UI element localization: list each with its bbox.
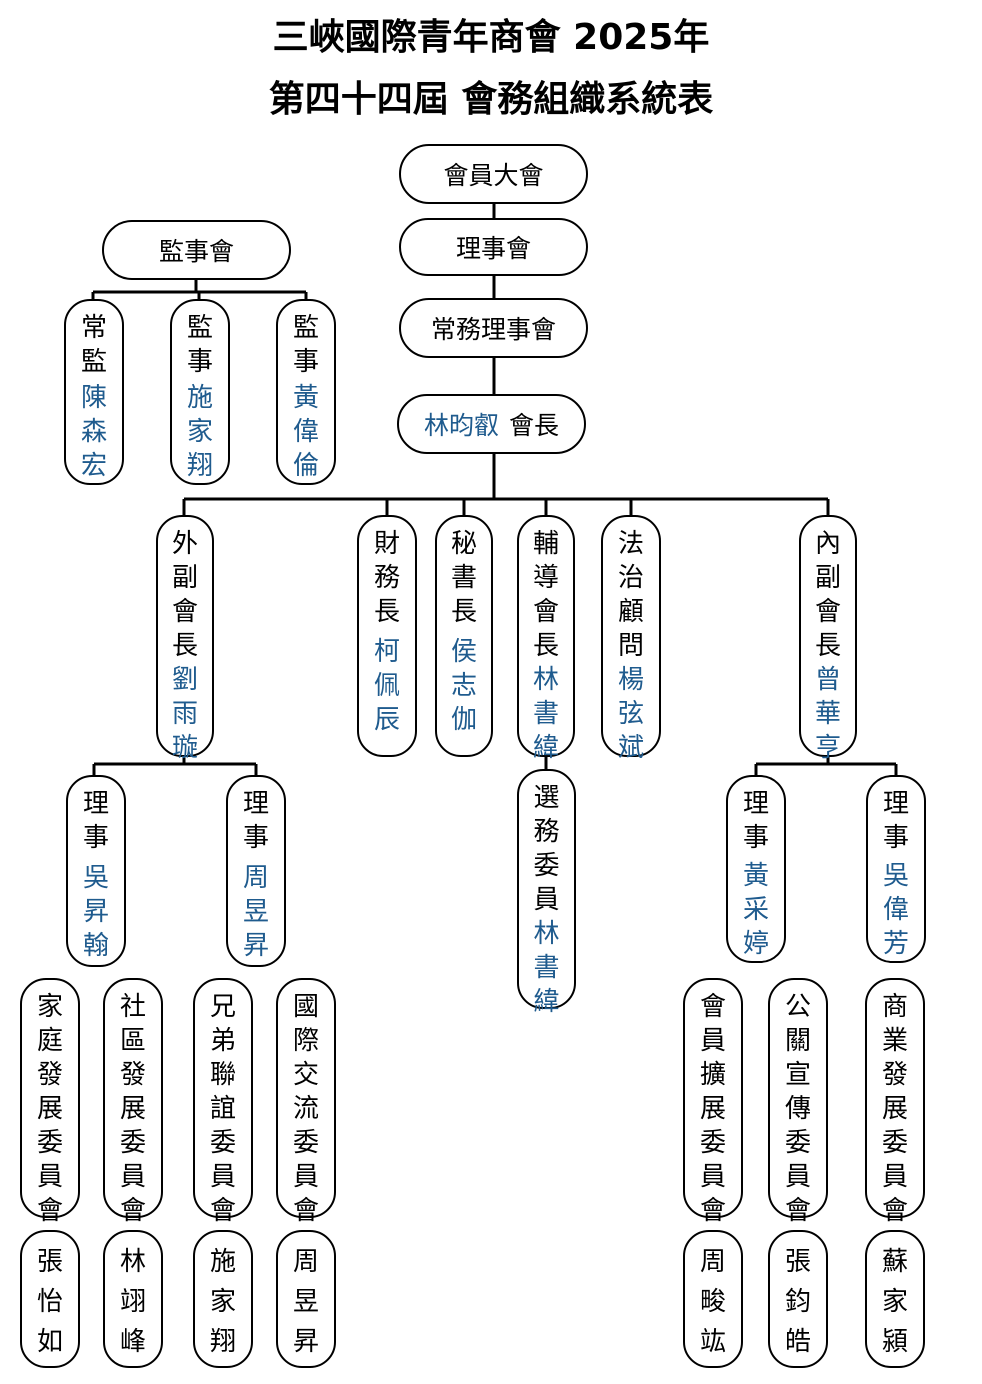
officer-role: 財務長 [373,529,400,627]
director-name: 吳昇翰 [82,863,109,961]
supervisor-box: 監事黃偉倫 [276,299,336,485]
board-box: 理事會 [399,218,588,276]
committee-name: 社區發展委員會 [119,992,146,1226]
committee-chair-box: 周昱昇 [276,1230,336,1368]
committee-name: 家庭發展委員會 [36,992,63,1226]
standing-board-label: 常務理事會 [430,315,556,344]
director-box: 理事吳偉芳 [866,775,926,963]
committee-box: 社區發展委員會 [103,978,163,1226]
standing-board-box: 常務理事會 [399,298,588,358]
supervisor-name: 施家翔 [186,383,213,481]
officer-role: 外副會長 [171,529,198,661]
supervisor-name: 黃偉倫 [292,383,319,481]
committee-chair-box: 張鈞皓 [768,1230,828,1368]
committee-box: 會員擴展委員會 [683,978,743,1226]
committee-chair: 蘇家潁 [881,1247,908,1357]
director-name: 周昱昇 [242,863,269,961]
president-title: 會長 [509,411,560,440]
committee-box: 家庭發展委員會 [20,978,80,1226]
officer-role: 輔導會長 [532,529,559,661]
committee-box: 兄弟聯誼委員會 [193,978,253,1226]
supervisor-box: 監事施家翔 [170,299,230,485]
committee-chair-box: 林翊峰 [103,1230,163,1368]
officer-name: 劉雨璇 [171,665,198,763]
committee-name: 公關宣傳委員會 [784,992,811,1226]
committee-chair-box: 張怡如 [20,1230,80,1368]
supervisor-name: 陳森宏 [80,383,107,481]
committee-chair: 張怡如 [36,1247,63,1357]
director-role: 理事 [742,789,769,853]
committee-box: 商業發展委員會 [865,978,925,1226]
director-name: 吳偉芳 [882,861,909,959]
committee-name: 兄弟聯誼委員會 [209,992,236,1226]
officer-role: 法治顧問 [617,529,644,661]
supervisor-role: 監事 [292,313,319,377]
supervisory-board-box: 監事會 [102,220,291,280]
officer-box: 外副會長劉雨璇 [156,515,214,763]
committee-box: 公關宣傳委員會 [768,978,828,1226]
committee-chair-box: 施家翔 [193,1230,253,1368]
committee-name: 會員擴展委員會 [699,992,726,1226]
committee-name: 國際交流委員會 [292,992,319,1226]
officer-role: 秘書長 [450,529,477,627]
officer-box: 輔導會長林書緯 [517,515,575,763]
board-label: 理事會 [455,234,531,263]
officer-name: 柯佩辰 [373,637,400,735]
committee-chair: 周昱昇 [292,1247,319,1357]
president-box: 林昀叡 會長 [397,394,586,454]
committee-chair: 林翊峰 [119,1247,146,1357]
director-role: 理事 [882,789,909,853]
election-name: 林書緯 [533,919,560,1017]
officer-box: 法治顧問楊弦斌 [601,515,661,763]
title-line-1: 三峽國際青年商會 2025年 [272,17,710,58]
officer-name: 林書緯 [532,665,559,763]
officer-name: 侯志伽 [450,637,477,735]
president-name: 林昀叡 [423,411,499,440]
director-role: 理事 [242,789,269,853]
director-box: 理事周昱昇 [226,775,286,967]
committee-chair-box: 周畯竑 [683,1230,743,1368]
committee-chair: 張鈞皓 [784,1247,811,1357]
supervisor-role: 常監 [80,313,107,377]
director-box: 理事吳昇翰 [66,775,126,967]
committee-name: 商業發展委員會 [881,992,908,1226]
committee-chair: 施家翔 [209,1247,236,1357]
director-role: 理事 [82,789,109,853]
officer-box: 內副會長曾華亨 [799,515,857,763]
title-line-2: 第四十四屆 會務組織系統表 [268,79,714,120]
general-assembly-label: 會員大會 [443,161,544,190]
committee-chair-box: 蘇家潁 [865,1230,925,1368]
officer-role: 內副會長 [814,529,841,661]
director-box: 理事黃采婷 [726,775,786,963]
director-name: 黃采婷 [742,861,769,959]
general-assembly-box: 會員大會 [399,144,588,204]
supervisory-board-label: 監事會 [158,237,234,266]
election-committee-box: 選務委員林書緯 [517,769,576,1017]
election-role: 選務委員 [533,783,560,915]
officer-box: 財務長柯佩辰 [357,515,417,757]
committee-box: 國際交流委員會 [276,978,336,1226]
officer-box: 秘書長侯志伽 [435,515,493,757]
officer-name: 曾華亨 [814,665,841,763]
officer-name: 楊弦斌 [617,665,644,763]
supervisor-box: 常監陳森宏 [64,299,124,485]
committee-chair: 周畯竑 [699,1247,726,1357]
supervisor-role: 監事 [186,313,213,377]
